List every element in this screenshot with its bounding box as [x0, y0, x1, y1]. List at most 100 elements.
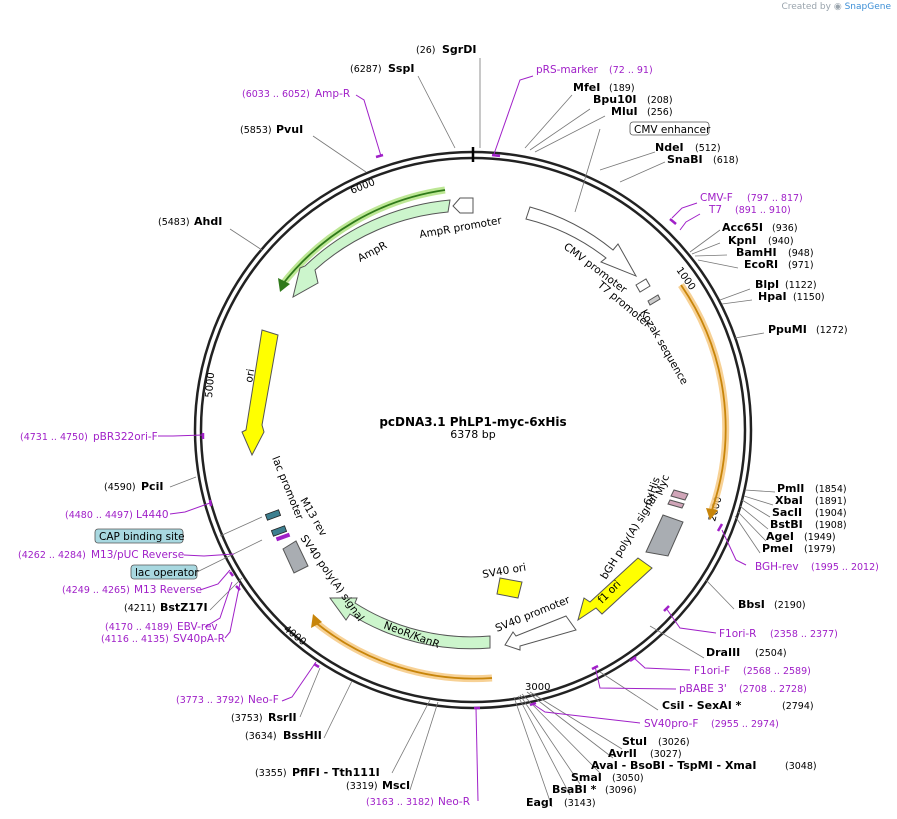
leader-lines — [169, 58, 776, 808]
feature-sv40pa: SV40 poly(A) signal — [298, 533, 367, 624]
enzyme-pos: (3027) — [650, 749, 682, 760]
enzyme-pos: (256) — [647, 107, 673, 118]
primer-pos: (4170 .. 4189) — [105, 622, 173, 633]
feature-kozak: Kozak sequence — [637, 308, 690, 387]
enzyme-name: SacII — [772, 506, 802, 519]
enzyme-name: BlpI — [755, 278, 779, 291]
insert-arrowhead — [706, 508, 718, 520]
primer-pos: (3773 .. 3792) — [176, 695, 244, 706]
ampr-arc — [281, 189, 446, 286]
primer-name: pBABE 3' — [679, 683, 727, 695]
enzyme-name: PciI — [141, 480, 163, 493]
primer-pos: (2568 .. 2589) — [743, 666, 811, 677]
primer-name: L4440 — [136, 509, 169, 521]
bgh-polya-feature — [645, 514, 684, 557]
sv40-ori-box — [496, 577, 523, 599]
plasmid-length: 6378 bp — [450, 428, 495, 441]
enzyme-labels: (26) SgrDI (6287) SspI (5853) PvuI (5483… — [104, 43, 848, 809]
enzyme-pos: (3026) — [658, 737, 690, 748]
enzyme-name: SmaI — [571, 771, 602, 784]
enzyme-pos: (1904) — [815, 508, 847, 519]
feature-ampr: AmpR — [356, 239, 389, 264]
enzyme-pos: (940) — [768, 236, 794, 247]
enzyme-pos: (3048) — [785, 761, 817, 772]
feature-sv40ori: SV40 ori — [481, 561, 527, 580]
enzyme-name: MfeI — [573, 81, 600, 94]
enzyme-pos: (3634) — [245, 731, 277, 742]
credit-brand: SnapGene — [844, 2, 891, 12]
enzyme-pos: (1979) — [804, 544, 836, 555]
enzyme-pos: (5483) — [158, 217, 190, 228]
primer-labels: pRS-marker (72 .. 91) (6033 .. 6052) Amp… — [18, 64, 879, 808]
primer-marks — [201, 153, 724, 710]
primer-pos: (6033 .. 6052) — [242, 89, 310, 100]
enzyme-pos: (1908) — [815, 520, 847, 531]
enzyme-name: MluI — [611, 105, 638, 118]
enzyme-pos: (4590) — [104, 482, 136, 493]
enzyme-name: DraIII — [706, 646, 740, 659]
lac-operator-box — [264, 509, 282, 521]
insert-highlight — [678, 283, 730, 512]
primer-pos: (72 .. 91) — [609, 65, 653, 76]
enzyme-name: SspI — [388, 62, 414, 75]
sv40-polya-box — [282, 540, 309, 574]
primer-lines — [158, 75, 747, 802]
primer-name: pBR322ori-F — [93, 431, 158, 443]
enzyme-pos: (1891) — [815, 496, 847, 507]
credit-prefix: Created by — [781, 2, 831, 12]
primer-name: T7 — [708, 204, 722, 216]
enzyme-name: BssHII — [283, 729, 322, 742]
enzyme-name: AvrII — [608, 747, 637, 760]
enzyme-pos: (1949) — [804, 532, 836, 543]
boxed-label: CAP binding site — [99, 531, 185, 543]
enzyme-pos: (1854) — [815, 484, 847, 495]
enzyme-pos: (26) — [416, 45, 436, 56]
enzyme-pos: (3096) — [605, 785, 637, 796]
enzyme-name: HpaI — [758, 290, 787, 303]
enzyme-pos: (936) — [772, 223, 798, 234]
enzyme-pos: (4211) — [124, 603, 156, 614]
enzyme-name: PflFI - Tth111I — [292, 766, 380, 779]
plasmid-name: pcDNA3.1 PhLP1-myc-6xHis — [379, 415, 566, 429]
enzyme-pos: (3753) — [231, 713, 263, 724]
primer-name: M13 Reverse — [134, 584, 202, 596]
ampr-promoter-arrow — [452, 197, 474, 214]
enzyme-name: BstZ17I — [160, 601, 208, 614]
boxed-feature-cmv-enhancer: CMV enhancer — [629, 121, 711, 136]
enzyme-name: XbaI — [775, 494, 803, 507]
enzyme-name: PmeI — [762, 542, 793, 555]
enzyme-name: PvuI — [276, 123, 303, 136]
primer-name: M13/pUC Reverse — [91, 549, 184, 561]
enzyme-name: EagI — [526, 796, 553, 809]
neor-feature — [329, 597, 491, 650]
primer-pos: (4262 .. 4284) — [18, 550, 86, 561]
enzyme-name: NdeI — [655, 141, 684, 154]
enzyme-pos: (3319) — [346, 781, 378, 792]
enzyme-pos: (971) — [788, 260, 814, 271]
enzyme-pos: (512) — [695, 143, 721, 154]
enzyme-name: EcoRI — [744, 258, 778, 271]
enzyme-pos: (2504) — [755, 648, 787, 659]
enzyme-name: BsaBI * — [552, 783, 597, 796]
enzyme-name: Bpu10I — [593, 93, 637, 106]
primer-pos: (2358 .. 2377) — [770, 629, 838, 640]
enzyme-pos: (1272) — [816, 325, 848, 336]
t7-promoter-arrow — [635, 278, 651, 293]
enzyme-name: AvaI - BsoBI - TspMI - XmaI — [591, 759, 756, 772]
primer-name: pRS-marker — [536, 64, 599, 76]
boxed-feature-lac-operator: lac operator — [130, 564, 199, 580]
enzyme-name: Acc65I — [722, 221, 763, 234]
snapgene-logo-icon: ◉ — [833, 2, 842, 12]
primer-pos: (891 .. 910) — [735, 205, 791, 216]
primer-name: Neo-F — [248, 694, 279, 706]
ampr-feature — [292, 199, 451, 298]
enzyme-pos: (1150) — [793, 292, 825, 303]
tick-label: 3000 — [525, 682, 550, 693]
enzyme-name: AgeI — [766, 530, 794, 543]
primer-pos: (2955 .. 2974) — [711, 719, 779, 730]
enzyme-pos: (6287) — [350, 64, 382, 75]
primer-pos: (4249 .. 4265) — [62, 585, 130, 596]
primer-pos: (1995 .. 2012) — [811, 562, 879, 573]
enzyme-pos: (3050) — [612, 773, 644, 784]
primer-pos: (2708 .. 2728) — [739, 684, 807, 695]
